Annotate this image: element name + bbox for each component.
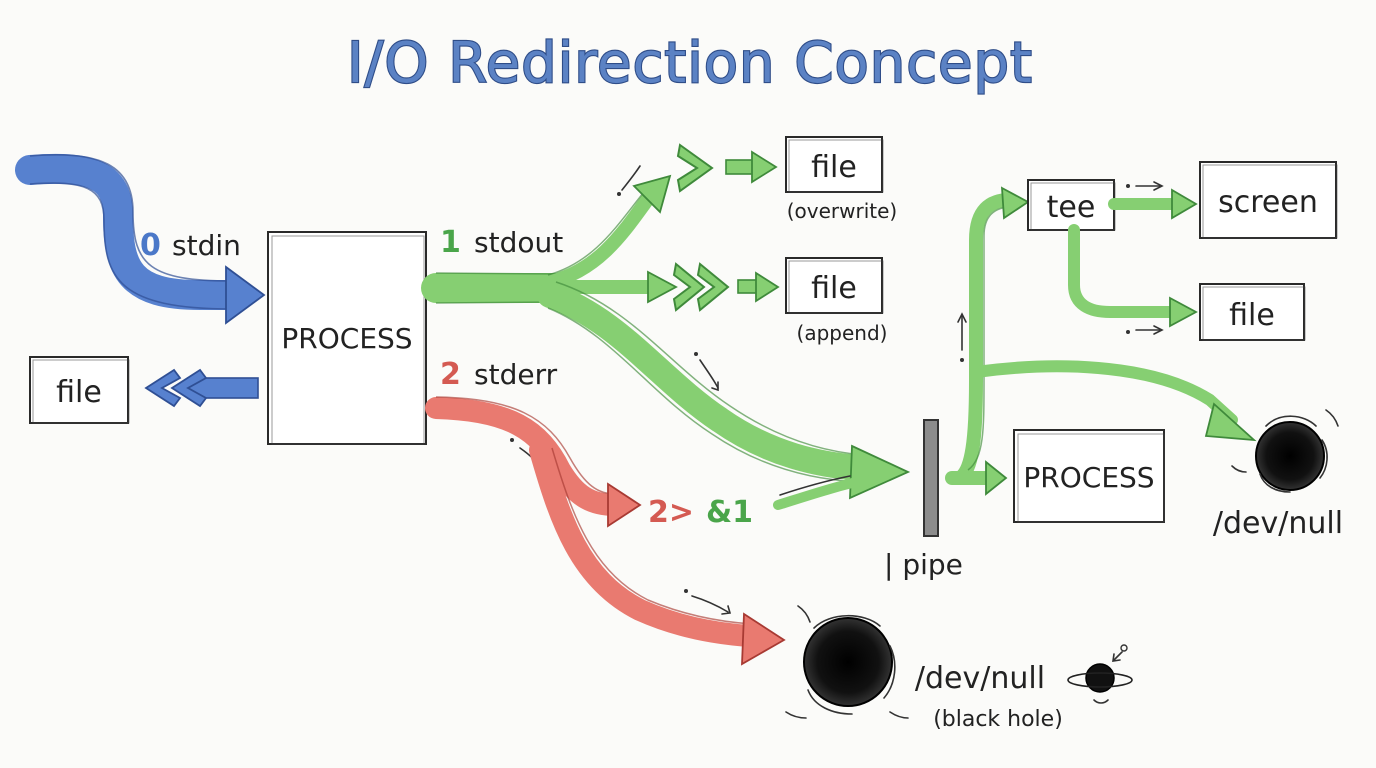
append-operator [672,262,730,312]
stderr-merge-operator-prefix: 2> [648,495,694,530]
diagram-title: I/O Redirection Concept [347,31,1033,96]
pipe-bar [923,419,939,537]
tee-label: tee [1047,190,1096,225]
devnull-bottom-hole [785,605,909,719]
stdout-overwrite-branch [543,174,672,289]
downstream-process-box [1013,429,1165,523]
stderr-label: stderr [474,358,558,391]
stderr-flow [425,396,786,666]
stdin-arrowhead [225,265,266,325]
screen-box [1199,161,1337,239]
input-redirect-arrow [144,368,259,408]
tee-file-label: file [1229,298,1275,333]
overwrite-file-box [785,136,883,193]
main-process-box [267,231,427,445]
devnull-right-hole [1231,409,1339,493]
stderr-merge-operator-suffix: &1 [706,495,753,530]
stdout-append-branch [553,270,678,304]
stdout-pipe-branch [537,281,911,500]
append-file-label: file [811,271,857,306]
merge-arrow [773,475,871,510]
overwrite-file-label: file [811,150,857,185]
pipe-arrowhead [849,444,911,500]
screen-label: screen [1218,185,1318,220]
stdout-label: stdout [474,226,563,259]
overwrite-operator [676,143,714,193]
tee-box [1027,179,1115,231]
stdin-flow [15,153,266,325]
devnull-right-label: /dev/null [1213,506,1343,541]
append-note: (append) [797,321,888,345]
tee-outputs [1068,188,1198,328]
main-process-label: PROCESS [281,322,412,355]
append-arrow [737,271,780,303]
stdin-number: 0 [140,228,161,263]
overwrite-arrow [725,150,778,184]
stdout-number: 1 [440,225,461,260]
devnull-bottom-note: (black hole) [933,707,1063,732]
pipe-label: | pipe [884,548,963,581]
stderr-devnull-arrowhead [741,612,786,666]
stdin-label: stdin [172,229,241,262]
planet-icon [1067,644,1133,704]
input-file-label: file [56,375,102,410]
stderr-number: 2 [440,357,461,392]
devnull-bottom-label: /dev/null [915,661,1045,696]
input-file-box [29,356,129,424]
tee-file-box [1199,283,1305,341]
tee-devnull-arrowhead [1204,402,1257,442]
pipe-downstream-flow [945,186,1257,496]
overwrite-note: (overwrite) [787,199,898,223]
motion-marks [510,165,1164,615]
downstream-process-label: PROCESS [1023,461,1154,494]
